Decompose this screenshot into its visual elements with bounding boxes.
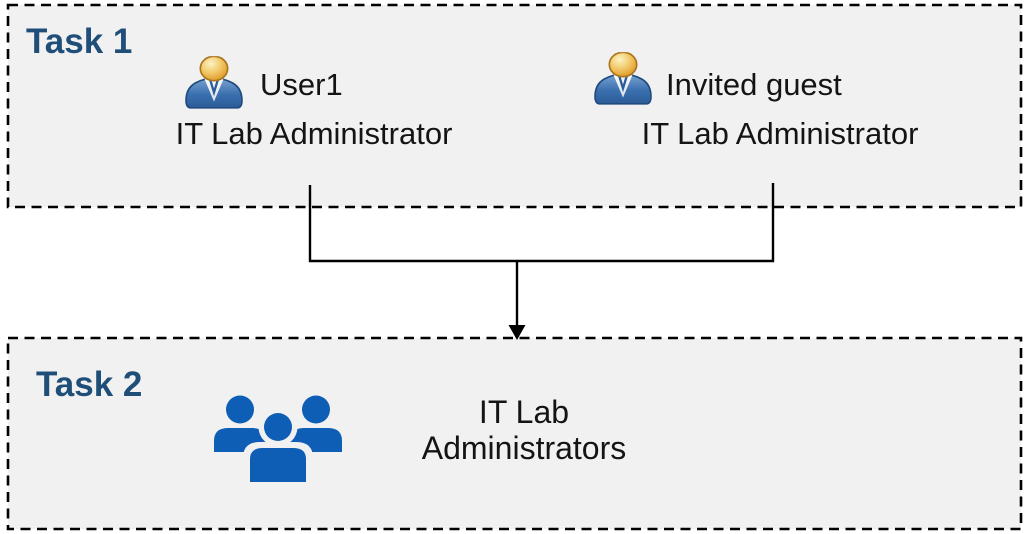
group-name: IT Lab Administrators <box>373 394 675 466</box>
task2-box <box>6 336 1023 531</box>
group-name-line2: Administrators <box>421 430 627 466</box>
task1-label: Task 1 <box>26 22 133 61</box>
task2-label: Task 2 <box>36 365 143 404</box>
member-role: IT Lab Administrator <box>175 116 453 151</box>
task1-box <box>6 3 1023 209</box>
user-icon <box>185 56 243 110</box>
member-name: User1 <box>260 67 343 102</box>
merge-connector-line <box>308 183 775 263</box>
user-icon <box>594 52 652 106</box>
member-role: IT Lab Administrator <box>641 116 919 151</box>
group-icon <box>213 390 343 482</box>
group-name-line1: IT Lab <box>478 394 570 430</box>
arrow-down-icon <box>508 325 526 340</box>
member-name: Invited guest <box>666 67 842 102</box>
